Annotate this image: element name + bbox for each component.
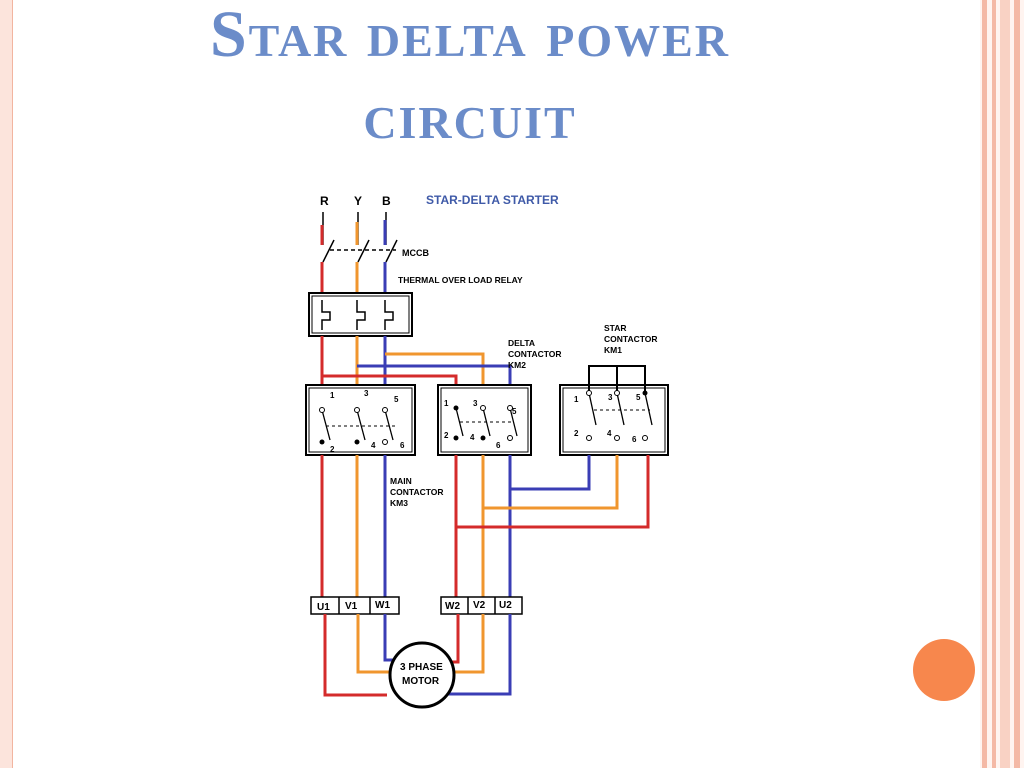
terminal-block-left: [310, 596, 400, 615]
km3-contact-1: 1: [330, 391, 335, 400]
delta-contactor-label-3: KM2: [508, 360, 526, 370]
main-contactor-km3: [305, 384, 416, 456]
mccb-to-overload-lines: [320, 262, 387, 295]
mccb-switch: [322, 239, 398, 263]
star-contactor-label-3: KM1: [604, 345, 622, 355]
star-contactor-label-1: STAR: [604, 323, 627, 333]
delta-contactor-km2: [437, 384, 532, 456]
km2-contact-1: 1: [444, 399, 449, 408]
km3-contact-5: 5: [394, 395, 399, 404]
slide-title-line1: Star delta power: [209, 0, 731, 71]
km1-contact-2: 2: [574, 429, 579, 438]
phase-label-r: R: [320, 194, 329, 208]
star-contactor-label-2: CONTACTOR: [604, 334, 658, 344]
km1-contact-3: 3: [608, 393, 613, 402]
km2-contact-5: 5: [512, 407, 517, 416]
three-phase-motor: [388, 641, 456, 709]
terminal-v2: V2: [473, 600, 486, 611]
terminal-w1: W1: [375, 600, 390, 611]
main-contactor-label-1: MAIN: [390, 476, 412, 486]
km2-contact-2: 2: [444, 431, 449, 440]
output-wiring: [320, 455, 650, 597]
km1-contact-4: 4: [607, 429, 612, 438]
slide-title-line2: circuit: [363, 80, 577, 153]
motor-label-1: 3 PHASE: [400, 662, 443, 673]
phase-label-b: B: [382, 194, 391, 208]
km3-contact-3: 3: [364, 389, 369, 398]
phase-label-y: Y: [354, 194, 362, 208]
km2-contact-3: 3: [473, 399, 478, 408]
supply-lines: [320, 212, 387, 245]
km3-contact-4: 4: [371, 441, 376, 450]
terminal-v1: V1: [345, 601, 358, 612]
km3-contact-2: 2: [330, 445, 335, 454]
terminal-u2: U2: [499, 600, 512, 611]
terminal-w2: W2: [445, 601, 460, 612]
km2-contact-4: 4: [470, 433, 475, 442]
right-border-decoration: [980, 0, 1024, 768]
km1-contact-6: 6: [632, 435, 637, 444]
km1-contact-5: 5: [636, 393, 641, 402]
delta-contactor-label-2: CONTACTOR: [508, 349, 562, 359]
main-contactor-label-3: KM3: [390, 498, 408, 508]
motor-label-2: MOTOR: [402, 676, 440, 687]
overload-relay-label: THERMAL OVER LOAD RELAY: [398, 275, 523, 285]
accent-circle-decoration: [913, 639, 975, 701]
motor-wiring: [323, 614, 512, 697]
diagram-heading: STAR-DELTA STARTER: [426, 193, 559, 207]
left-border-decoration: [0, 0, 13, 768]
delta-contactor-label-1: DELTA: [508, 338, 535, 348]
main-contactor-label-2: CONTACTOR: [390, 487, 444, 497]
km3-contact-6: 6: [400, 441, 405, 450]
overload-relay-box: [308, 292, 413, 337]
star-contactor-km1: [559, 365, 669, 456]
km2-contact-6: 6: [496, 441, 501, 450]
terminal-u1: U1: [317, 602, 330, 613]
km1-contact-1: 1: [574, 395, 579, 404]
mccb-label: MCCB: [402, 248, 429, 258]
